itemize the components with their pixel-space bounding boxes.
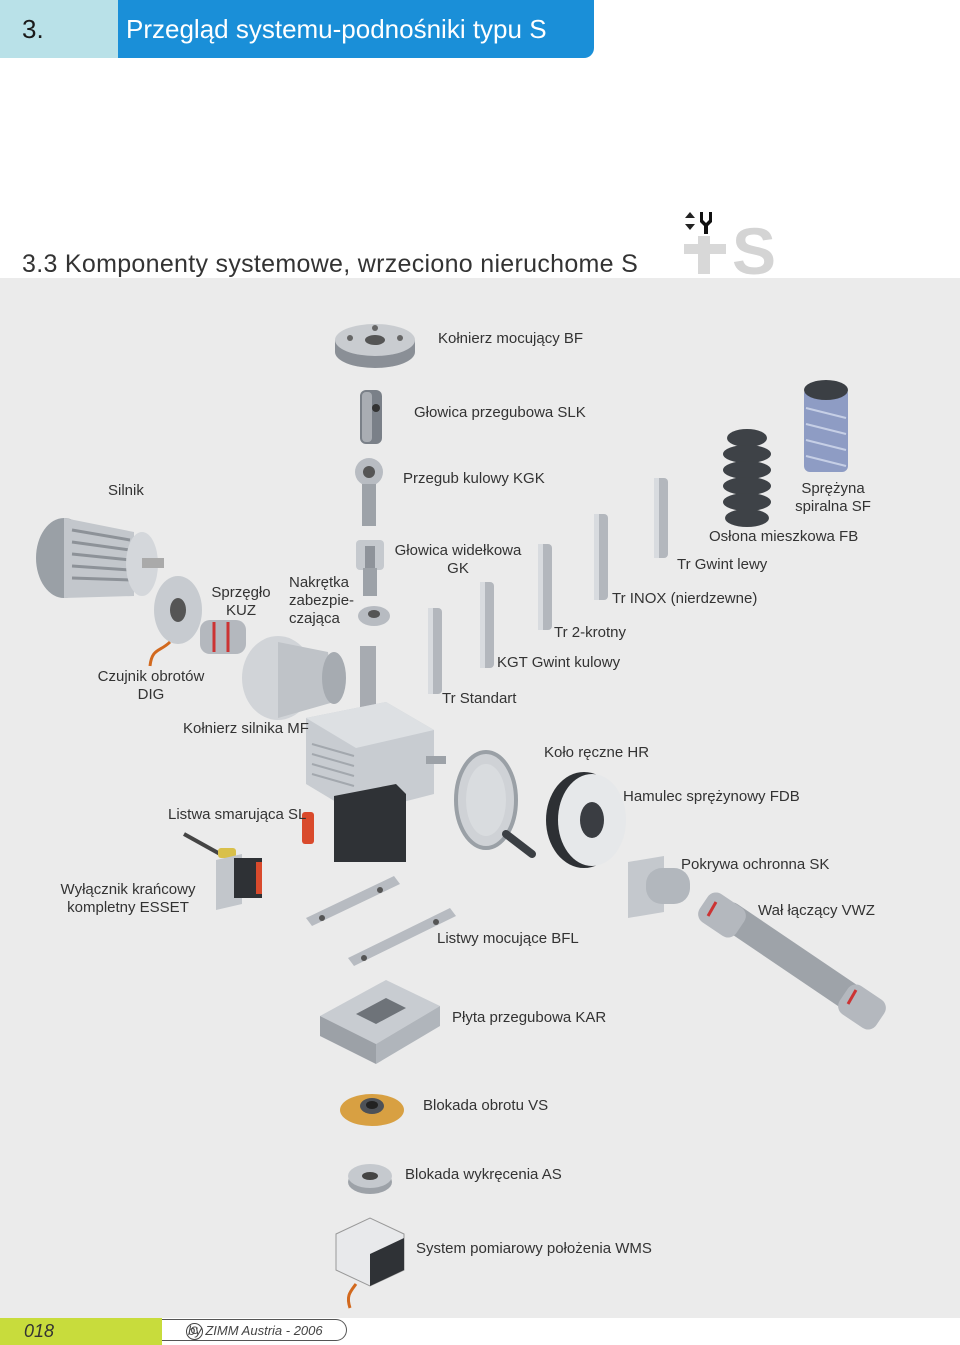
screw-jack-image [302, 646, 446, 862]
label-lubrication-bar-sl: Listwa smarująca SL [168, 806, 307, 823]
mounting-bars-bfl-image [306, 876, 456, 966]
label-connecting-shaft-vwz: Wał łączący VWZ [758, 902, 875, 919]
label-limit-switch-esset: Wyłącznik krańcowy kompletny ESSET [60, 881, 196, 916]
label-mounting-flange-bf: Kołnierz mocujący BF [438, 330, 584, 347]
connecting-shaft-vwz-image [698, 892, 886, 1030]
spindle-tr-left-hand-image [654, 478, 668, 558]
mounting-flange-bf-image [335, 324, 415, 368]
label-joint-head-slk: Głowica przegubowa SLK [414, 404, 586, 421]
logo-letter: S [732, 214, 776, 288]
joint-plate-kar-image [320, 980, 440, 1064]
label-tr-2-start: Tr 2-krotny [554, 624, 626, 641]
anti-rotation-vs-image [340, 1094, 404, 1126]
label-position-measurement-wms: System pomiarowy położenia WMS [416, 1240, 652, 1257]
ball-joint-kgk-image [355, 458, 383, 526]
lubrication-bar-sl-image [183, 832, 236, 858]
motor-flange-mf-image [242, 636, 346, 720]
spindle-tr-standard-image [428, 608, 442, 694]
speed-sensor-dig-image [148, 576, 202, 667]
label-anti-rotation-vs: Blokada obrotu VS [423, 1097, 549, 1114]
label-handwheel-hr: Koło ręczne HR [544, 744, 650, 761]
label-motor: Silnik [108, 482, 144, 499]
label-tr-standard: Tr Standart [442, 690, 517, 707]
spring-brake-fdb-image [546, 772, 626, 868]
spindle-kgt-ball-screw-image [480, 582, 494, 668]
copyright-icon: C [186, 1323, 203, 1340]
joint-head-slk-image [360, 390, 382, 444]
label-unscrew-lock-as: Blokada wykręcenia AS [405, 1166, 562, 1183]
label-kgt-ball-screw: KGT Gwint kulowy [497, 654, 621, 671]
spindle-tr-2-start-image [538, 544, 552, 630]
label-spiral-spring-sf: Sprężyna spiralna SF [795, 480, 871, 515]
limit-switch-esset-image [216, 854, 262, 910]
label-tr-left-hand-thread: Tr Gwint lewy [677, 556, 768, 573]
label-clevis-head-gk: Głowica widełkowa GK [394, 542, 522, 577]
lock-nut-image [358, 606, 390, 626]
spiral-spring-sf-image [804, 380, 848, 472]
page-title: Przegląd systemu-podnośniki typu S [110, 0, 594, 58]
motor-image [36, 518, 164, 598]
label-protective-cover-sk: Pokrywa ochronna SK [681, 856, 830, 873]
spindle-tr-inox-image [594, 514, 608, 600]
chapter-number: 3. [0, 0, 118, 58]
clevis-head-gk-image [356, 540, 384, 596]
label-speed-sensor-dig: Czujnik obrotów DIG [97, 668, 205, 703]
label-tr-inox: Tr INOX (nierdzewne) [612, 590, 758, 607]
label-spring-brake-fdb: Hamulec sprężynowy FDB [623, 788, 800, 805]
page-number: 018 [0, 1318, 162, 1345]
handwheel-hr-image [454, 750, 536, 858]
label-ball-joint-kgk: Przegub kulowy KGK [403, 470, 545, 487]
label-bellows-fb: Osłona mieszkowa FB [709, 528, 859, 545]
copyright-text: by ZIMM Austria - 2006 [162, 1319, 347, 1341]
unscrew-lock-as-image [348, 1164, 392, 1194]
label-mounting-bars-bfl: Listwy mocujące BFL [437, 930, 579, 947]
spindle-type-s-icon: S [684, 212, 776, 288]
position-measurement-wms-image [335, 1217, 405, 1309]
coupling-kuz-image [200, 620, 246, 654]
bellows-fb-image [723, 429, 771, 527]
section-title: 3.3 Komponenty systemowe, wrzeciono nier… [22, 250, 639, 278]
label-coupling-kuz: Sprzęgło KUZ [211, 584, 271, 619]
protective-cover-sk-image [628, 856, 690, 918]
label-lock-nut: Nakrętka zabezpie-czająca [289, 574, 355, 627]
label-motor-flange-mf: Kołnierz silnika MF [183, 720, 309, 737]
label-joint-plate-kar: Płyta przegubowa KAR [452, 1009, 607, 1026]
